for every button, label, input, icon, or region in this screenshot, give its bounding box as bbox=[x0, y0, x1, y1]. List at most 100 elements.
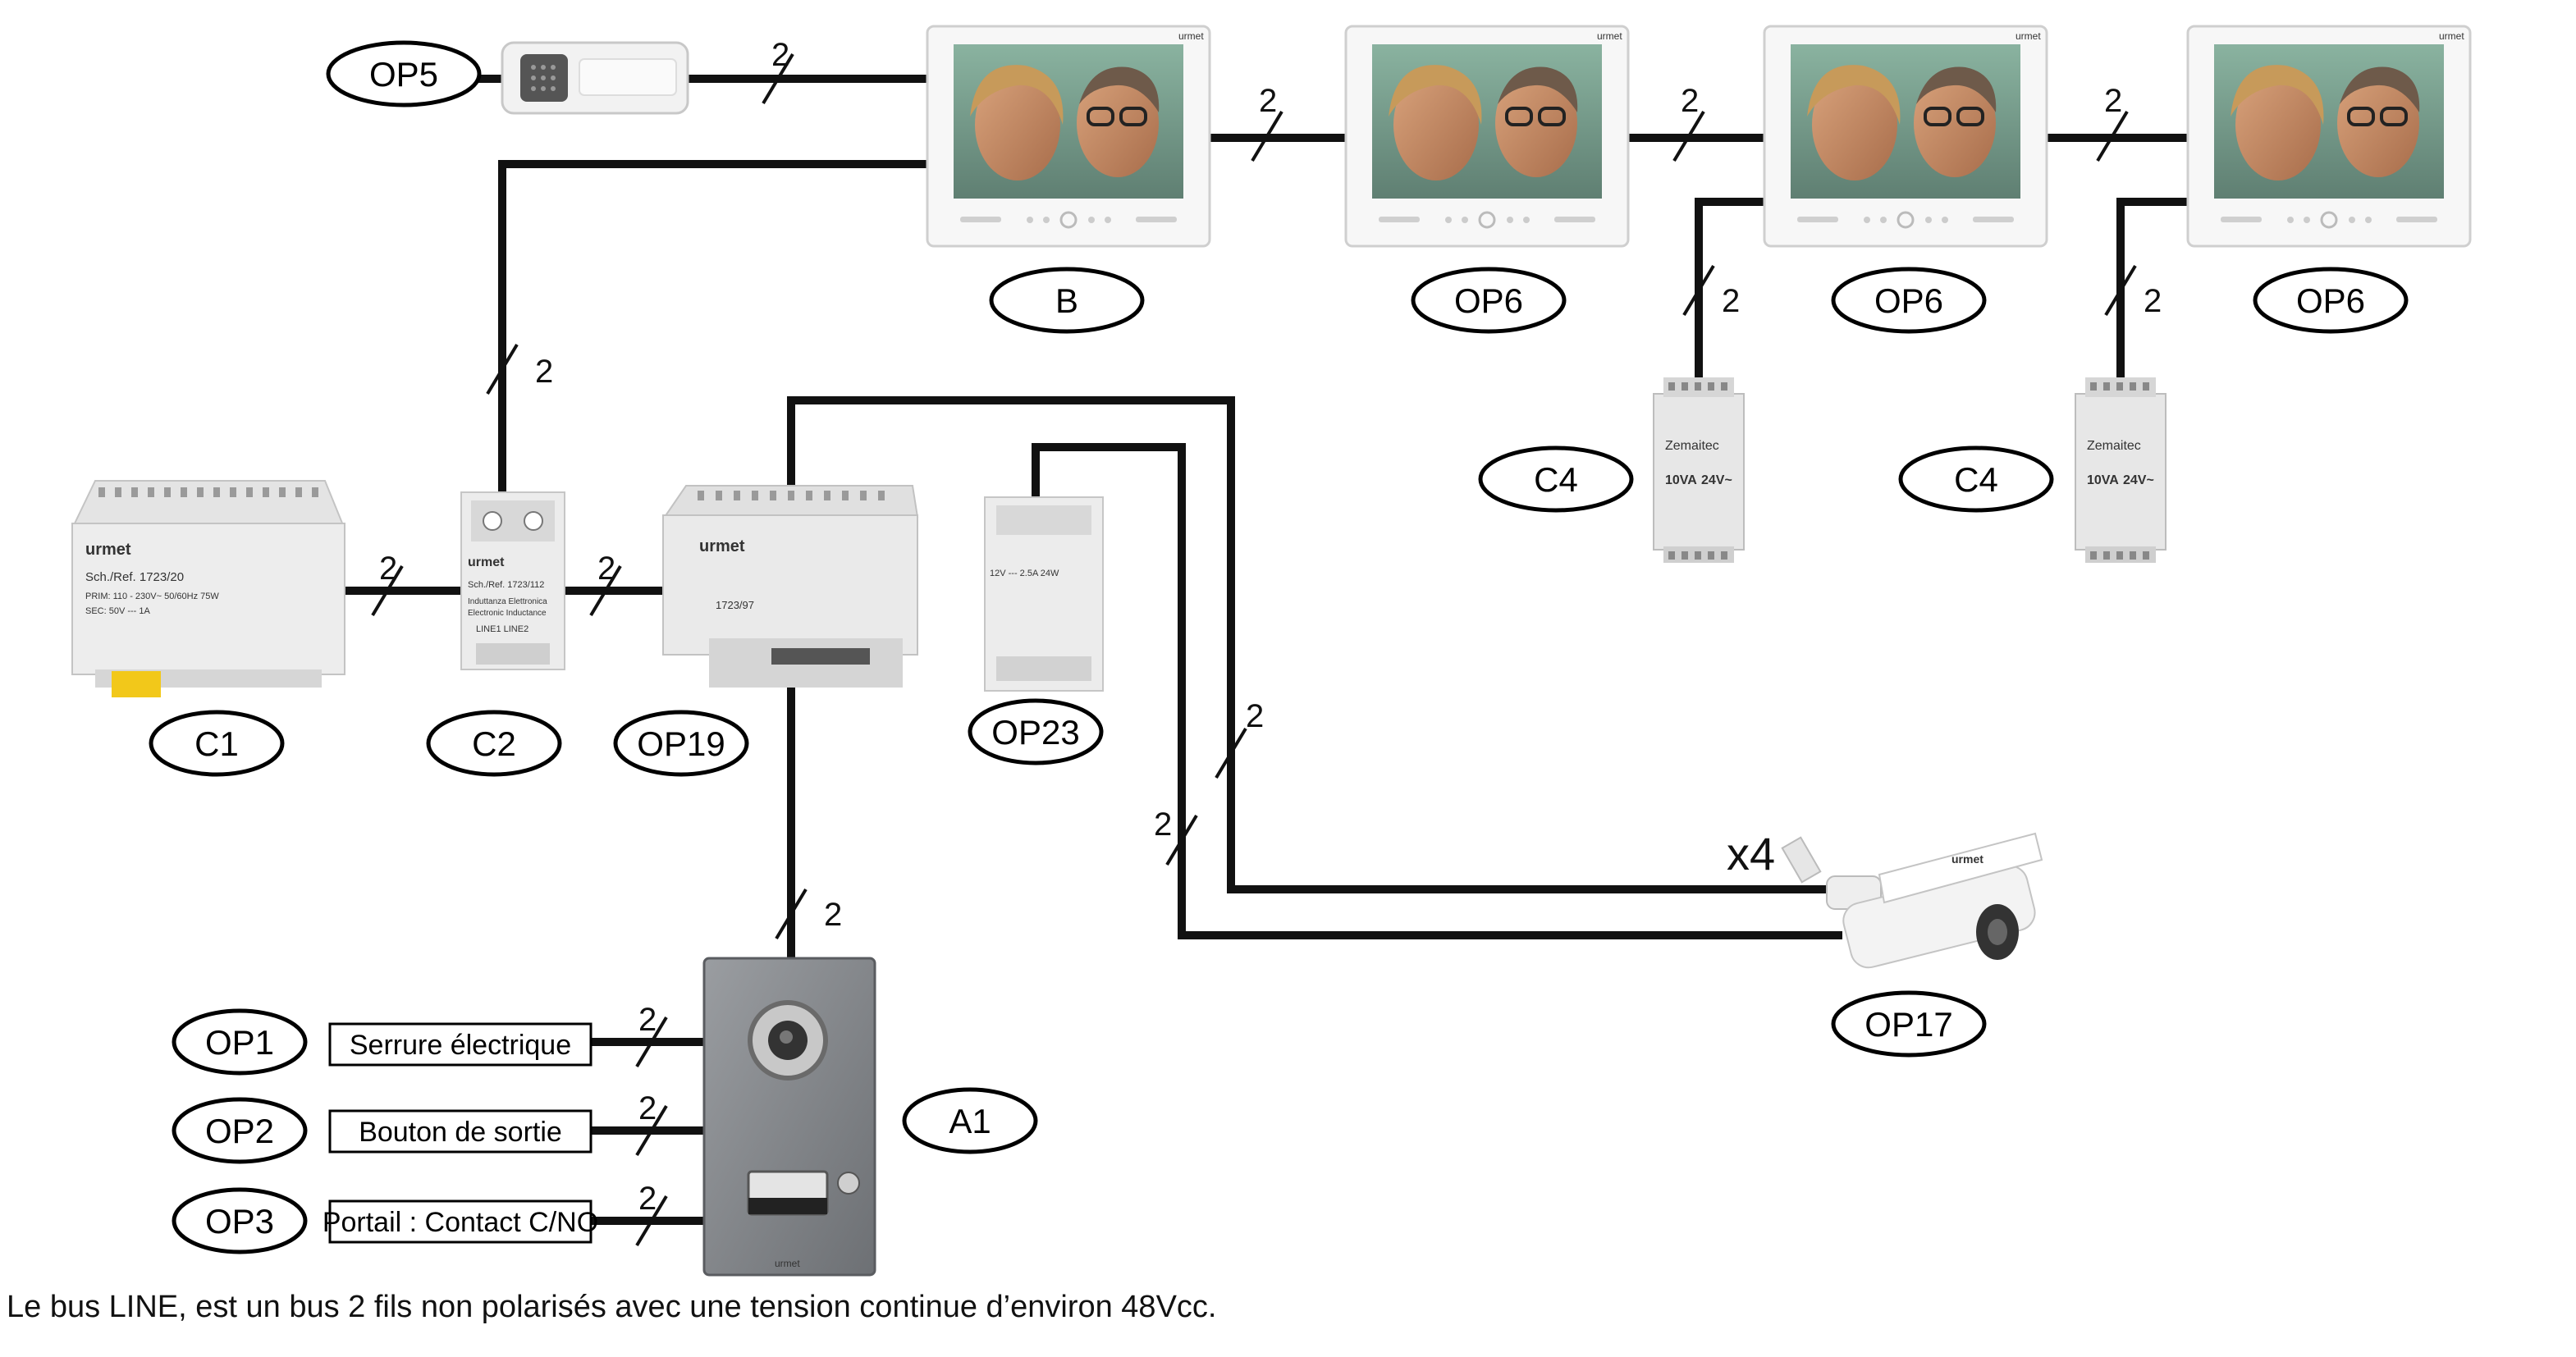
wire-op6b-c4a bbox=[1695, 198, 1768, 388]
oval-label-text: OP23 bbox=[991, 713, 1079, 752]
op23-power-supply-device: 12V --- 2.5A 24W bbox=[984, 496, 1104, 692]
oval-label-text: C4 bbox=[1954, 460, 1998, 499]
wire-op19-camera bbox=[787, 396, 1842, 893]
monitor-brand: urmet bbox=[2016, 30, 2041, 42]
op19-ref: 1723/97 bbox=[716, 599, 754, 611]
wire-count-label: 2 bbox=[1722, 283, 1740, 319]
c2-desc-2: Electronic Inductance bbox=[468, 609, 547, 618]
c4-power-supply-1: Zemaitec 10VA 24V~ bbox=[1653, 377, 1745, 564]
wire-count-label: 2 bbox=[638, 1002, 657, 1038]
label-op19: OP19 bbox=[613, 710, 749, 777]
wire-count-label: 2 bbox=[1154, 806, 1172, 843]
oval-label-text: OP6 bbox=[1874, 281, 1943, 320]
wire-op23-camera bbox=[1032, 443, 1842, 939]
oval-label-text: C4 bbox=[1534, 460, 1578, 499]
psu-output: 24V~ bbox=[1701, 473, 1732, 487]
oval-label-text: OP6 bbox=[1454, 281, 1523, 320]
wire-tick bbox=[762, 53, 794, 105]
wire-tick bbox=[635, 1016, 668, 1068]
label-op6-1: OP6 bbox=[1411, 267, 1567, 334]
wire-count-label: 2 bbox=[597, 551, 615, 587]
op23-output: 12V --- 2.5A 24W bbox=[990, 569, 1059, 578]
wire-count-label: 2 bbox=[771, 37, 789, 73]
monitor-op6-2: urmet bbox=[1763, 25, 2048, 248]
wire-count-label: 2 bbox=[379, 551, 397, 587]
label-op3: OP3 bbox=[172, 1187, 308, 1254]
wire-count-label: 2 bbox=[2104, 83, 2122, 119]
wires bbox=[332, 75, 2192, 1225]
output-box-label: Portail : Contact C/NO bbox=[323, 1207, 598, 1238]
c1-power-supply-device: urmet Sch./Ref. 1723/20 PRIM: 110 - 230V… bbox=[71, 480, 345, 697]
op19-device: urmet 1723/97 bbox=[662, 485, 919, 688]
oval-label-text: OP17 bbox=[1865, 1005, 1952, 1044]
c4-power-supply-2: Zemaitec 10VA 24V~ bbox=[2075, 377, 2166, 564]
wire-tick bbox=[775, 888, 808, 940]
label-op2: OP2 bbox=[172, 1097, 308, 1164]
oval-label-text: C1 bbox=[194, 724, 239, 763]
c1-sec: SEC: 50V --- 1A bbox=[85, 606, 151, 616]
output-box-label: Serrure électrique bbox=[350, 1030, 571, 1061]
oval-label-text: OP2 bbox=[205, 1112, 274, 1150]
wire-tick bbox=[635, 1195, 668, 1247]
op17-camera-device: urmet bbox=[1781, 832, 2043, 969]
wire-tick bbox=[635, 1104, 668, 1157]
label-a1: A1 bbox=[902, 1087, 1038, 1154]
psu-rating: 10VA bbox=[2087, 473, 2119, 487]
op5-push-button-device bbox=[501, 41, 689, 115]
label-c4-2: C4 bbox=[1898, 445, 2054, 513]
wire-tick bbox=[1251, 110, 1283, 162]
op19-brand: urmet bbox=[699, 537, 745, 555]
output-box-serrure: Serrure électrique bbox=[328, 1022, 593, 1067]
label-c4-1: C4 bbox=[1478, 445, 1634, 513]
wire-count-label: 2 bbox=[2144, 283, 2162, 319]
wire-tick bbox=[1682, 264, 1715, 317]
wire-tick bbox=[2104, 264, 2137, 317]
c2-desc-1: Induttanza Elettronica bbox=[468, 597, 547, 606]
camera-multiplier: x4 bbox=[1727, 828, 1775, 880]
wire-tick bbox=[2096, 110, 2129, 162]
psu-rating: 10VA bbox=[1665, 473, 1697, 487]
c2-brand: urmet bbox=[468, 555, 505, 569]
c1-prim: PRIM: 110 - 230V~ 50/60Hz 75W bbox=[85, 592, 219, 601]
a1-brand: urmet bbox=[775, 1258, 800, 1269]
oval-label-text: C2 bbox=[472, 724, 516, 763]
wire-count-label: 2 bbox=[1246, 698, 1264, 734]
monitor-brand: urmet bbox=[1178, 30, 1204, 42]
wire-op6c-c4b bbox=[2116, 198, 2192, 388]
wire-tick bbox=[1215, 727, 1247, 779]
c1-brand: urmet bbox=[85, 541, 131, 559]
wire-count-label: 2 bbox=[1259, 83, 1277, 119]
wire-markers: 2 2 2 2 2 2 2 2 2 2 2 2 2 2 2 bbox=[371, 37, 2162, 1247]
output-box-label: Bouton de sortie bbox=[359, 1117, 562, 1148]
label-op17: OP17 bbox=[1831, 990, 1987, 1058]
label-op6-3: OP6 bbox=[2253, 267, 2409, 334]
output-box-portail: Portail : Contact C/NO bbox=[323, 1199, 598, 1244]
monitor-brand: urmet bbox=[2439, 30, 2464, 42]
wire-tick bbox=[589, 564, 622, 617]
label-b: B bbox=[989, 267, 1145, 334]
psu-brand: Zemaitec bbox=[1665, 439, 1719, 453]
wire-count-label: 2 bbox=[638, 1090, 657, 1126]
label-op23: OP23 bbox=[968, 698, 1104, 765]
label-op1: OP1 bbox=[172, 1008, 308, 1076]
psu-brand: Zemaitec bbox=[2087, 439, 2141, 453]
wire-count-label: 2 bbox=[824, 897, 842, 933]
c2-inductance-device: urmet Sch./Ref. 1723/112 Induttanza Elet… bbox=[460, 491, 565, 670]
c1-ref: Sch./Ref. 1723/20 bbox=[85, 570, 184, 584]
camera-brand: urmet bbox=[1951, 852, 1983, 866]
oval-label-text: OP6 bbox=[2296, 281, 2365, 320]
oval-label-text: OP1 bbox=[205, 1023, 274, 1062]
monitor-op6-3: urmet bbox=[2186, 25, 2472, 248]
label-op6-2: OP6 bbox=[1831, 267, 1987, 334]
wire-count-label: 2 bbox=[1681, 83, 1699, 119]
wire-tick bbox=[371, 564, 404, 617]
wire-count-label: 2 bbox=[638, 1181, 657, 1217]
wire-tick bbox=[1165, 814, 1198, 866]
a1-door-panel-device: urmet bbox=[702, 957, 876, 1277]
psu-output: 24V~ bbox=[2123, 473, 2154, 487]
c2-ref: Sch./Ref. 1723/112 bbox=[468, 580, 544, 590]
label-c2: C2 bbox=[426, 710, 562, 777]
monitor-op6-1: urmet bbox=[1344, 25, 1630, 248]
wire-tick bbox=[1672, 110, 1705, 162]
monitor-brand: urmet bbox=[1597, 30, 1622, 42]
